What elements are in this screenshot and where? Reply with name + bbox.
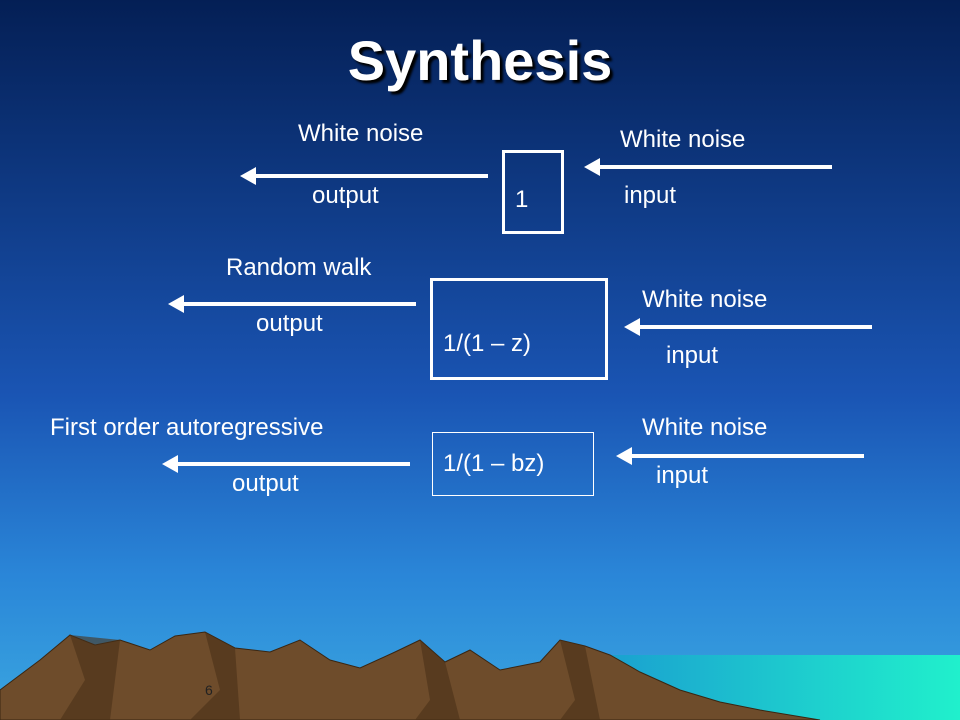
row2-input-title: White noise	[642, 286, 768, 313]
row3-input-arrow	[616, 447, 864, 465]
row2-transfer-box	[430, 278, 608, 380]
row2-output-arrow	[168, 295, 416, 313]
row3-output-label: output	[232, 470, 299, 497]
page-number: 6	[205, 682, 213, 698]
row2-output-label: output	[256, 310, 323, 337]
row1-output-label: output	[312, 182, 379, 209]
row1-input-label: input	[624, 182, 677, 209]
slide-title: Synthesis	[347, 29, 613, 92]
row2-input-label: input	[666, 342, 719, 369]
row3-output-title: First order autoregressive	[50, 414, 324, 441]
row3-transfer-box	[432, 432, 594, 496]
row3-input-title: White noise	[642, 414, 768, 441]
row3-output-arrow	[162, 455, 410, 473]
row1-transfer-box	[502, 150, 564, 234]
row1-output-title: White noise	[298, 120, 424, 147]
row1-input-title: White noise	[620, 126, 746, 153]
row1-transfer-text: 1	[515, 186, 529, 213]
row1-input-arrow	[584, 158, 832, 176]
row2-output-title: Random walk	[226, 254, 372, 281]
row2-transfer-text: 1/(1 – z)	[443, 330, 532, 357]
row1-output-arrow	[240, 167, 488, 185]
row2-input-arrow	[624, 318, 872, 336]
row3-transfer-text: 1/(1 – bz)	[443, 450, 545, 477]
row3-input-label: input	[656, 462, 709, 489]
